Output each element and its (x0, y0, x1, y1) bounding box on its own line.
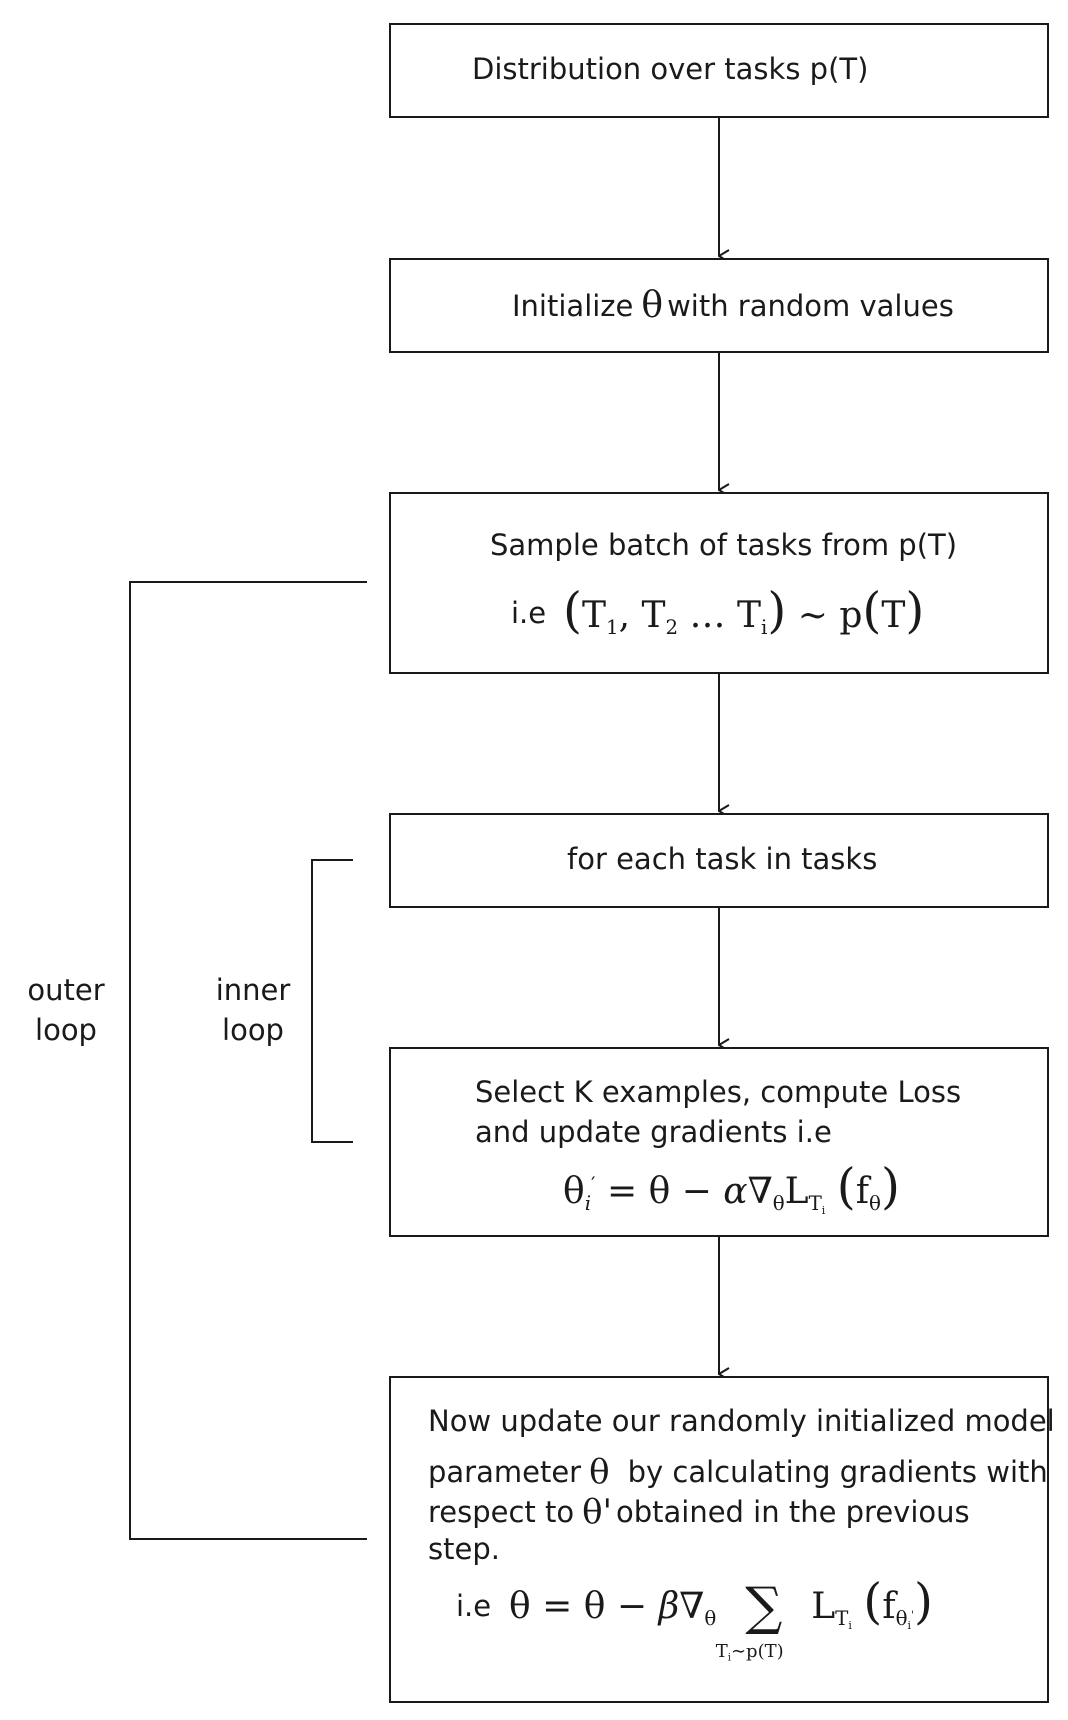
outer-loop-label-line2: loop (35, 1013, 97, 1047)
update-line2-after: by calculating gradients with (627, 1454, 1048, 1489)
distribution-text: Distribution over tasks p(T) (472, 52, 869, 86)
distribution-box: Distribution over tasks p(T) (389, 23, 1049, 118)
theta-symbol: θ (641, 285, 664, 326)
initialize-text-after: with random values (667, 288, 954, 323)
initialize-text: Initialize θ with random values (512, 288, 954, 324)
sample-text: Sample batch of tasks from p(T) (490, 528, 958, 562)
for-each-text: for each task in tasks (567, 842, 878, 876)
update-line4: step. (428, 1532, 500, 1566)
update-line3: respect to θ' obtained in the previous (428, 1495, 970, 1529)
update-formula: θ = θ − β∇θ ∑ Ti∼p(T) LTi (fθi') (509, 1574, 933, 1664)
outer-loop-bracket (129, 581, 367, 1540)
inner-loop-label-line2: loop (222, 1013, 284, 1047)
update-ie: i.e (456, 1589, 492, 1623)
select-line2: and update gradients i.e (475, 1115, 832, 1149)
select-formula: θi′ = θ − α∇θLTi (fθ) (563, 1159, 900, 1217)
update-line1: Now update our randomly initialized mode… (428, 1404, 1055, 1438)
select-box: Select K examples, compute Loss and upda… (389, 1047, 1049, 1237)
sample-formula: (T1, T2 … Ti) ∼ p(T) (563, 583, 925, 639)
select-line1: Select K examples, compute Loss (475, 1075, 962, 1109)
update-line3-before: respect to (428, 1494, 575, 1529)
initialize-box: Initialize θ with random values (389, 258, 1049, 353)
update-line3-after: obtained in the previous (615, 1494, 970, 1529)
update-line2: parameter θ by calculating gradients wit… (428, 1455, 1048, 1489)
theta-prime-symbol: θ' (582, 1492, 612, 1532)
for-each-box: for each task in tasks (389, 813, 1049, 908)
update-box: Now update our randomly initialized mode… (389, 1376, 1055, 1703)
initialize-text-before: Initialize (512, 288, 634, 323)
update-line2-before: parameter (428, 1454, 582, 1489)
sample-ie: i.e (511, 596, 547, 630)
theta-symbol: θ (589, 1452, 610, 1492)
inner-loop-label-line1: inner (215, 973, 291, 1007)
outer-loop-label-line1: outer (27, 973, 105, 1007)
outer-loop-label: outer loop (20, 970, 112, 1050)
sample-box: Sample batch of tasks from p(T) i.e (T1,… (389, 492, 1049, 674)
inner-loop-label: inner loop (207, 970, 299, 1050)
inner-loop-bracket (311, 859, 353, 1143)
